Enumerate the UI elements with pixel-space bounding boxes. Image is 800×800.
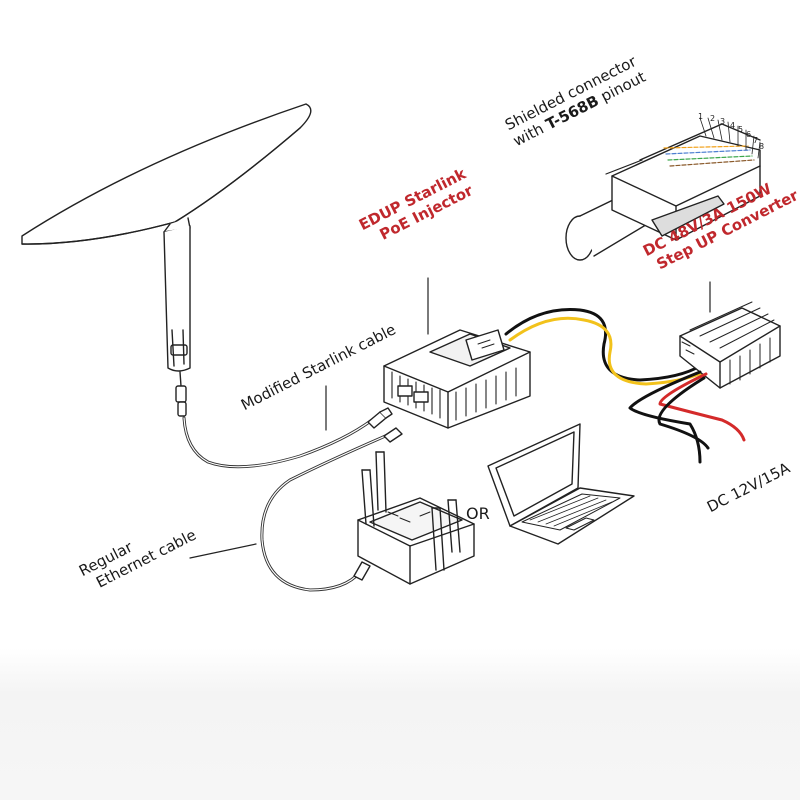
bottom-fade <box>0 648 800 800</box>
pin-1: 1 <box>698 112 704 121</box>
regular-cable-line <box>260 427 403 592</box>
pin-2: 2 <box>710 114 716 123</box>
dc-48v-wires <box>504 308 706 386</box>
pin-8: 8 <box>759 142 765 151</box>
or-label: OR <box>466 504 490 523</box>
laptop-icon <box>487 423 635 545</box>
pin-6: 6 <box>746 130 752 139</box>
modified-cable-line <box>182 407 393 469</box>
shielded-connector-icon <box>565 117 761 261</box>
leader-lines <box>189 159 711 559</box>
pin-7: 7 <box>753 136 759 145</box>
starlink-dish-icon <box>21 103 312 417</box>
router-icon <box>357 451 475 585</box>
pin-5: 5 <box>738 125 744 134</box>
pin-3: 3 <box>720 117 726 126</box>
poe-injector-icon <box>383 329 531 429</box>
dc-12v-wires <box>628 370 746 464</box>
rj45-connector-icon <box>367 407 393 429</box>
step-up-converter-icon <box>679 301 781 389</box>
pin-4: 4 <box>730 121 736 130</box>
